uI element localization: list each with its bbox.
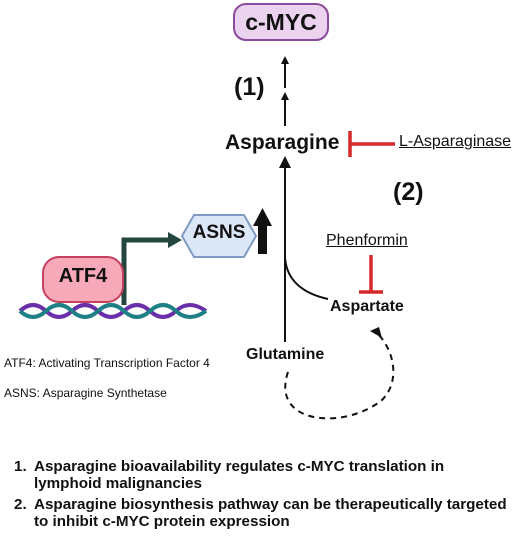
finding-item: 2. Asparagine biosynthesis pathway can b… — [14, 496, 514, 530]
dashed-arrowhead — [370, 327, 382, 338]
findings-list: 1. Asparagine bioavailability regulates … — [14, 458, 514, 534]
l-asparaginase-inhibition — [348, 131, 395, 157]
finding-text: Asparagine bioavailability regulates c-M… — [34, 458, 445, 492]
l-asparaginase-label: L-Asparaginase — [399, 133, 512, 150]
finding-text: Asparagine biosynthesis pathway can be t… — [34, 496, 507, 530]
aspartate-label: Aspartate — [330, 298, 404, 315]
finding-item: 1. Asparagine bioavailability regulates … — [14, 458, 514, 492]
aspartate-branch-arrow — [284, 257, 329, 300]
asns-label: ASNS — [192, 222, 246, 243]
legend-asns: ASNS: Asparagine Synthetase — [4, 386, 167, 400]
asns-increase-arrow — [253, 208, 272, 254]
phenformin-inhibition — [359, 255, 383, 294]
c-myc-node: c-MYC — [233, 3, 329, 41]
atf4-activation-arrow — [121, 232, 182, 305]
step-one-label: (1) — [234, 73, 265, 101]
glutamine-to-asparagine-arrow — [279, 156, 291, 342]
asparagine-label: Asparagine — [225, 131, 340, 154]
asparagine-to-cmyc-arrows — [281, 56, 289, 126]
finding-number: 1. — [14, 458, 27, 475]
finding-number: 2. — [14, 496, 27, 513]
legend-atf4: ATF4: Activating Transcription Factor 4 — [4, 356, 210, 370]
c-myc-label: c-MYC — [245, 8, 317, 35]
phenformin-label: Phenformin — [326, 232, 408, 249]
step-two-label: (2) — [393, 178, 424, 206]
dna-helix — [18, 303, 208, 319]
atf4-node — [42, 256, 124, 303]
asns-node — [180, 214, 258, 258]
glutamine-to-aspartate-dashed-arrow — [284, 333, 395, 420]
glutamine-label: Glutamine — [246, 346, 325, 363]
atf4-label: ATF4 — [58, 265, 108, 287]
